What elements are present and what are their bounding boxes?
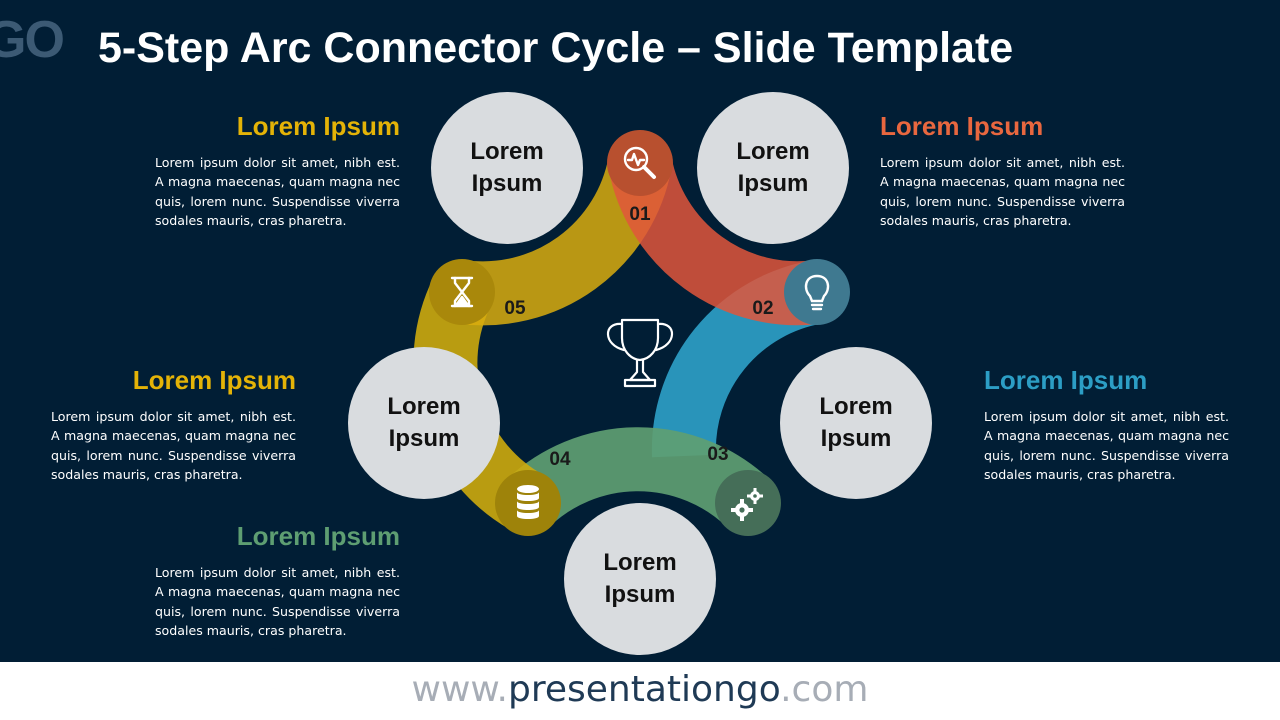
footer-bar: [0, 662, 1280, 720]
step-3-icon-disc: [715, 470, 781, 536]
footer-url[interactable]: www.presentationgo.com: [0, 662, 1280, 718]
step-4-number: 04: [549, 449, 571, 470]
step-2-heading: Lorem Ipsum: [880, 111, 1044, 141]
step-1-number: 01: [629, 204, 651, 225]
step-4-text: Lorem ipsum dolor sit amet, nibh est. A …: [51, 409, 296, 483]
hourglass-icon: [450, 276, 474, 308]
step-5-circle: Lorem Ipsum: [564, 503, 716, 655]
step-3-circle-label: Lorem Ipsum: [819, 393, 893, 452]
footer-url-suffix: .com: [780, 669, 869, 710]
step-4-circle-label: Lorem Ipsum: [387, 393, 461, 452]
lightbulb-icon: [804, 274, 830, 311]
database-icon: [517, 485, 539, 519]
step-3-circle: Lorem Ipsum: [780, 347, 932, 499]
step-4-icon-disc: [495, 470, 561, 536]
step-1-circle-label: Lorem Ipsum: [470, 138, 544, 197]
slide-title: 5-Step Arc Connector Cycle – Slide Templ…: [98, 24, 1014, 72]
step-2-circle: Lorem Ipsum: [697, 92, 849, 244]
step-2-number: 02: [752, 298, 773, 319]
slide-canvas: GO 5-Step Arc Connector Cycle – Slide Te…: [0, 0, 1280, 662]
footer-url-prefix: www.: [411, 669, 508, 710]
step-3-number: 03: [707, 444, 728, 465]
step-2-circle-label: Lorem Ipsum: [736, 138, 810, 197]
step-5-text: Lorem ipsum dolor sit amet, nibh est. A …: [155, 565, 400, 639]
step-4-circle: Lorem Ipsum: [348, 347, 500, 499]
step-3-heading: Lorem Ipsum: [984, 365, 1148, 395]
step-5-number: 05: [504, 298, 526, 319]
step-1-circle: Lorem Ipsum: [431, 92, 583, 244]
step-4-heading: Lorem Ipsum: [132, 365, 296, 395]
step-2-icon-disc: [784, 259, 850, 325]
step-1-text: Lorem ipsum dolor sit amet, nibh est. A …: [155, 155, 400, 229]
step-5-circle-label: Lorem Ipsum: [603, 549, 677, 608]
trophy-icon: [606, 318, 674, 388]
logo-mark: GO: [0, 11, 65, 69]
footer-url-main: presentationgo: [508, 669, 781, 710]
step-5-heading: Lorem Ipsum: [236, 521, 400, 551]
arc-band-step-3: [506, 427, 770, 527]
step-1-heading: Lorem Ipsum: [236, 111, 400, 141]
step-2-text: Lorem ipsum dolor sit amet, nibh est. A …: [880, 155, 1125, 229]
arc-band-step-1: [608, 156, 821, 326]
step-3-text: Lorem ipsum dolor sit amet, nibh est. A …: [984, 409, 1229, 483]
gears-icon: [731, 488, 763, 521]
magnifier-pulse-icon: [623, 146, 656, 179]
